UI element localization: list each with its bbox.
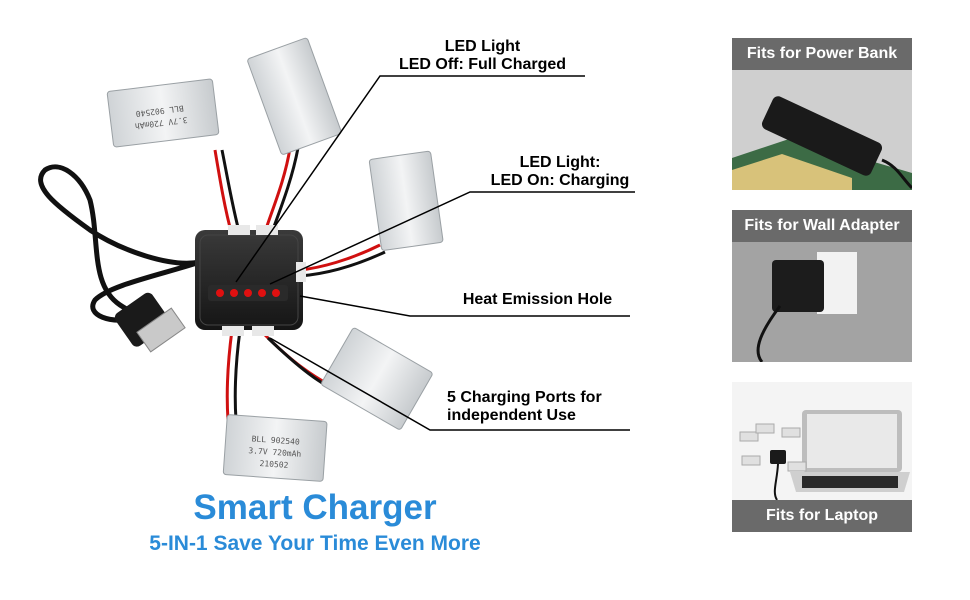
battery-bottom: BLL 902540 3.7V 720mAh 210502	[222, 414, 328, 482]
panel-power-bank: Fits for Power Bank	[732, 38, 912, 190]
laptop-photo	[739, 410, 910, 501]
callout-led-off-line2: LED Off: Full Charged	[398, 56, 567, 73]
callout-led-on-line1: LED Light:	[519, 154, 601, 171]
callout-led-off-line1: LED Light	[444, 38, 521, 55]
panel-wall-adapter-caption: Fits for Wall Adapter	[732, 210, 912, 242]
panel-laptop: Fits for Laptop	[732, 382, 912, 532]
callout-ports-line2: independent Use	[447, 407, 576, 424]
battery-lower-right	[321, 327, 433, 430]
callout-led-off: LED Light LED Off: Full Charged	[380, 38, 585, 74]
led-1	[216, 289, 224, 297]
usb-cable	[38, 164, 203, 325]
callout-lines	[235, 75, 635, 431]
led-4	[258, 289, 266, 297]
callout-heat-hole-text: Heat Emission Hole	[462, 291, 613, 308]
callout-led-on: LED Light: LED On: Charging	[480, 154, 640, 190]
callout-heat-hole: Heat Emission Hole	[445, 291, 630, 309]
battery-top-left: BLL 902540 3.7V 720mAh	[106, 78, 220, 148]
panel-wall-adapter: Fits for Wall Adapter	[732, 210, 912, 362]
battery-bottom-batch: 210502	[259, 459, 289, 470]
led-3	[244, 289, 252, 297]
charger-hub	[195, 225, 306, 336]
panel-power-bank-caption: Fits for Power Bank	[732, 38, 912, 70]
panel-laptop-caption: Fits for Laptop	[732, 500, 912, 532]
callout-ports: 5 Charging Ports for independent Use	[447, 389, 632, 425]
battery-top-center	[247, 37, 342, 155]
led-5	[272, 289, 280, 297]
callout-led-on-line2: LED On: Charging	[490, 172, 630, 189]
battery-right	[368, 150, 444, 251]
product-subtitle: 5-IN-1 Save Your Time Even More	[149, 532, 481, 555]
led-2	[230, 289, 238, 297]
battery-bottom-model: BLL 902540	[251, 434, 300, 446]
product-title: Smart Charger	[193, 488, 437, 527]
power-bank-photo	[732, 70, 912, 190]
wall-adapter-photo	[732, 242, 912, 362]
battery-bottom-spec: 3.7V 720mAh	[248, 446, 302, 459]
callout-ports-line1: 5 Charging Ports for	[447, 389, 602, 406]
usb-plug	[114, 292, 186, 353]
